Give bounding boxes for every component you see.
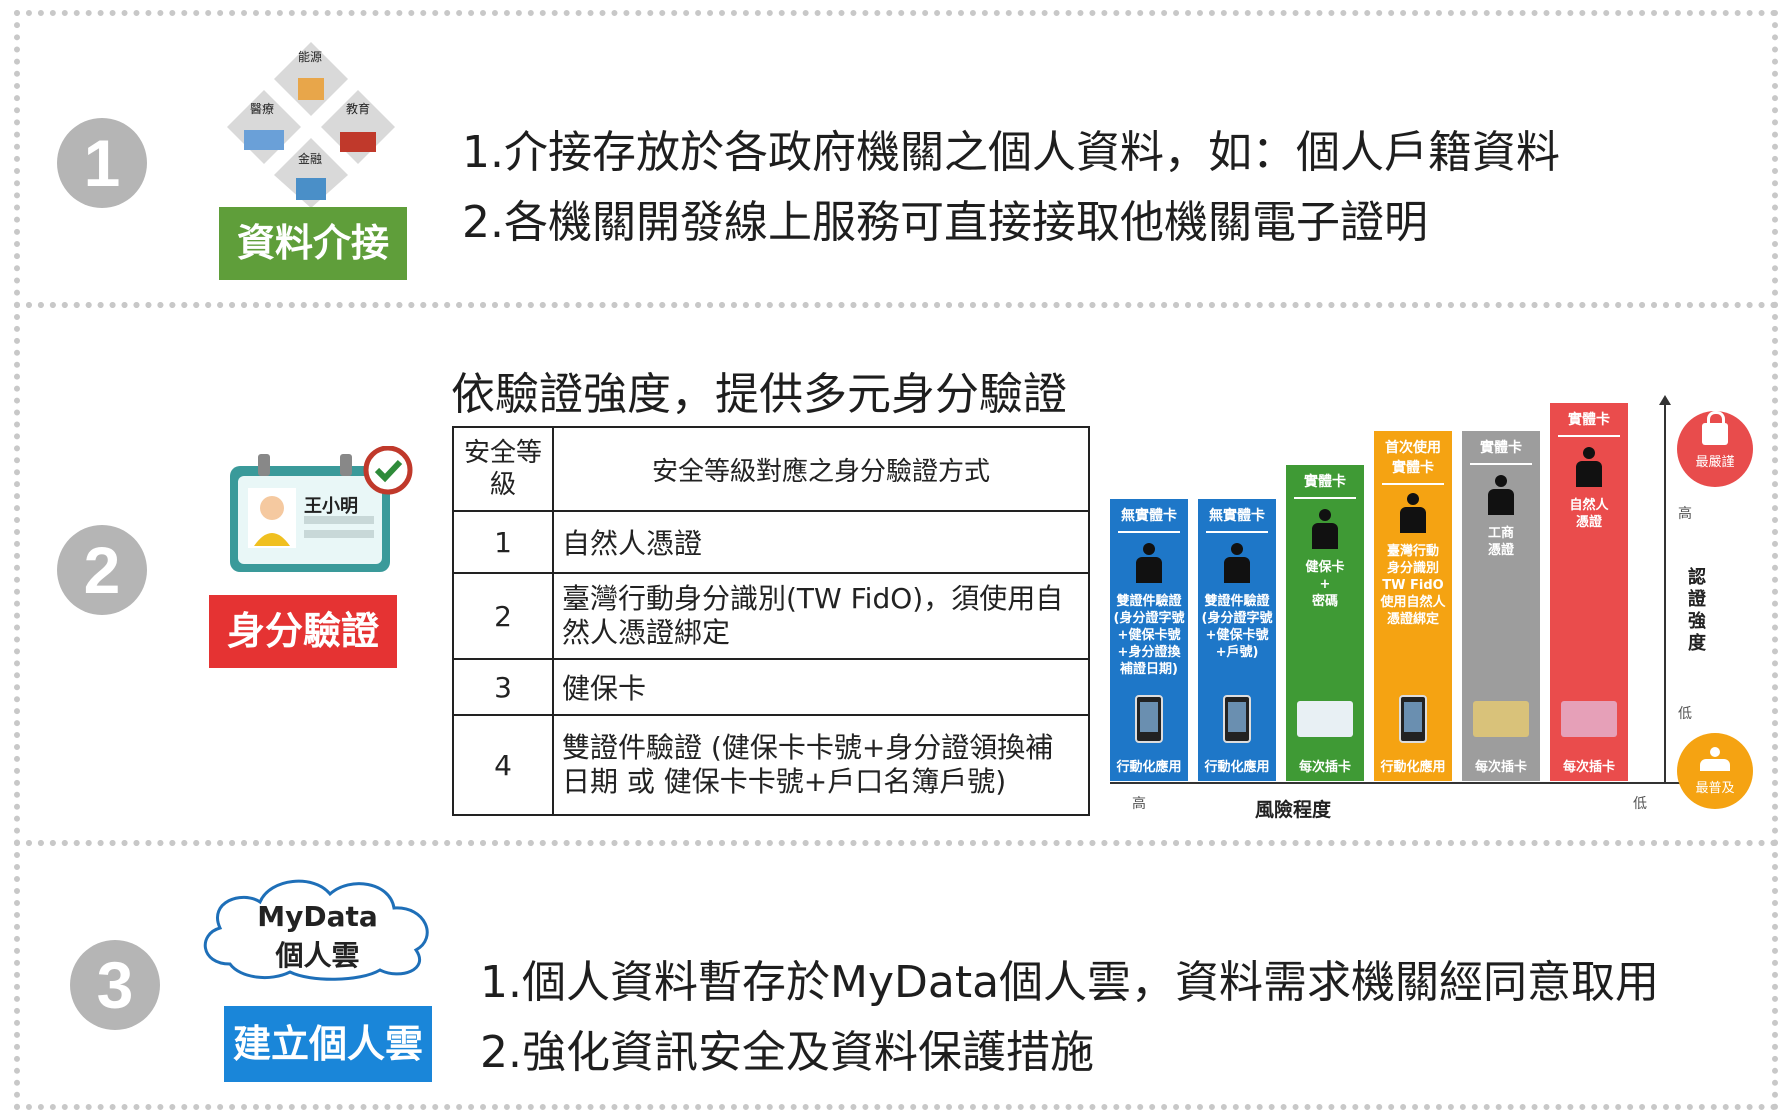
column-body: 臺灣行動 身分識別 TW FidO 使用自然人 憑證綁定 bbox=[1380, 544, 1446, 627]
header-method: 安全等級對應之身分驗證方式 bbox=[552, 426, 1090, 512]
column-body: 自然人 憑證 bbox=[1569, 498, 1609, 530]
person-icon bbox=[1400, 493, 1426, 533]
auth-level-table: 安全等級 安全等級對應之身分驗證方式 1 自然人憑證 2 臺灣行動身分識別(TW… bbox=[452, 426, 1090, 816]
person-icon bbox=[1224, 543, 1250, 583]
column-foot: 每次插卡 bbox=[1562, 760, 1615, 775]
group-icon bbox=[1700, 747, 1730, 771]
icon-label-education: 教育 bbox=[346, 102, 371, 116]
x-axis-line bbox=[1110, 782, 1710, 784]
icon-label-finance: 金融 bbox=[298, 152, 323, 166]
lock-icon bbox=[1702, 411, 1728, 445]
header-security-level: 安全等級 bbox=[452, 426, 554, 512]
x-axis-label: 風險程度 bbox=[1255, 799, 1332, 821]
column-head: 無實體卡 bbox=[1206, 505, 1268, 533]
y-axis-label: 認證強度 bbox=[1688, 567, 1706, 654]
table-row: 2 臺灣行動身分識別(TW FidO)，須使用自然人憑證綁定 bbox=[452, 572, 1090, 660]
row-method: 自然人憑證 bbox=[552, 510, 1090, 574]
most-strict-badge: 最嚴謹 bbox=[1677, 411, 1753, 487]
icon-label-medical: 醫療 bbox=[250, 102, 275, 116]
column-head: 實體卡 bbox=[1294, 471, 1356, 499]
section-3-panel bbox=[14, 840, 1778, 1110]
column-head: 實體卡 bbox=[1558, 409, 1620, 437]
y-axis-arrow-icon bbox=[1659, 395, 1671, 405]
table-row: 1 自然人憑證 bbox=[452, 510, 1090, 574]
card-icon bbox=[1473, 701, 1529, 737]
row-level: 3 bbox=[452, 658, 554, 716]
person-icon bbox=[1576, 447, 1602, 487]
x-axis-high: 高 bbox=[1132, 796, 1146, 812]
step-3-number: 3 bbox=[70, 940, 160, 1030]
section3-line-1: 1.個人資料暫存於MyData個人雲，資料需求機關經同意取用 bbox=[480, 957, 1660, 1008]
cloud-text-line-2: 個人雲 bbox=[275, 939, 360, 972]
y-axis-low: 低 bbox=[1678, 706, 1692, 722]
column-body: 雙證件驗證 (身分證字號 +健保卡號 +身分證換 補證日期) bbox=[1113, 594, 1185, 677]
diagram-column-2: 無實體卡雙證件驗證 (身分證字號 +健保卡號 +戶號) 行動化應用 bbox=[1198, 499, 1276, 781]
diagram-column-3: 實體卡健保卡 + 密碼每次插卡 bbox=[1286, 465, 1364, 781]
column-foot: 行動化應用 bbox=[1204, 760, 1270, 775]
section3-line-2: 2.強化資訊安全及資料保護措施 bbox=[480, 1027, 1094, 1078]
phone-icon bbox=[1135, 695, 1163, 743]
column-foot: 每次插卡 bbox=[1474, 760, 1527, 775]
id-card-icon: 王小明 bbox=[228, 445, 413, 574]
table-header-row: 安全等級 安全等級對應之身分驗證方式 bbox=[452, 426, 1090, 512]
column-foot: 行動化應用 bbox=[1116, 760, 1182, 775]
auth-strength-diagram: 無實體卡雙證件驗證 (身分證字號 +健保卡號 +身分證換 補證日期)行動化應用無… bbox=[1110, 395, 1770, 835]
card-icon bbox=[1297, 701, 1353, 737]
column-body: 雙證件驗證 (身分證字號 +健保卡號 +戶號) bbox=[1201, 594, 1273, 660]
row-level: 4 bbox=[452, 714, 554, 816]
section1-line-1: 1.介接存放於各政府機關之個人資料，如：個人戶籍資料 bbox=[462, 127, 1560, 178]
most-common-label: 最普及 bbox=[1695, 781, 1735, 796]
cloud-icon: MyData 個人雲 bbox=[190, 872, 445, 982]
icon-label-energy: 能源 bbox=[298, 50, 323, 64]
section1-line-2: 2.各機關開發線上服務可直接接取他機關電子證明 bbox=[462, 197, 1428, 248]
personal-cloud-tag: 建立個人雲 bbox=[224, 1006, 432, 1082]
column-head: 實體卡 bbox=[1470, 437, 1532, 465]
row-method: 臺灣行動身分識別(TW FidO)，須使用自然人憑證綁定 bbox=[552, 572, 1090, 660]
building-icon bbox=[1488, 475, 1514, 515]
row-method: 雙證件驗證 (健保卡卡號+身分證領換補日期 或 健保卡卡號+戶口名簿戶號) bbox=[552, 714, 1090, 816]
column-head: 無實體卡 bbox=[1118, 505, 1180, 533]
diagram-column-4: 首次使用 實體卡臺灣行動 身分識別 TW FidO 使用自然人 憑證綁定行動化應… bbox=[1374, 431, 1452, 781]
column-foot: 每次插卡 bbox=[1298, 760, 1351, 775]
card-icon bbox=[1561, 701, 1617, 737]
data-integration-tag: 資料介接 bbox=[219, 207, 407, 280]
identity-verification-tag: 身分驗證 bbox=[209, 595, 397, 668]
column-body: 健保卡 + 密碼 bbox=[1305, 560, 1345, 609]
column-foot: 行動化應用 bbox=[1380, 760, 1446, 775]
y-axis-high: 高 bbox=[1678, 506, 1692, 522]
table-row: 3 健保卡 bbox=[452, 658, 1090, 716]
most-strict-label: 最嚴謹 bbox=[1695, 455, 1735, 470]
column-body: 工商 憑證 bbox=[1487, 526, 1514, 558]
data-sources-icon: 能源 醫療 教育 金融 bbox=[216, 38, 406, 208]
cloud-text-line-1: MyData bbox=[257, 900, 378, 933]
person-icon bbox=[1136, 543, 1162, 583]
y-axis-line bbox=[1664, 403, 1666, 783]
x-axis-low: 低 bbox=[1633, 796, 1647, 812]
diagram-column-1: 無實體卡雙證件驗證 (身分證字號 +健保卡號 +身分證換 補證日期) 行動化應用 bbox=[1110, 499, 1188, 781]
step-2-number: 2 bbox=[57, 525, 147, 615]
table-row: 4 雙證件驗證 (健保卡卡號+身分證領換補日期 或 健保卡卡號+戶口名簿戶號) bbox=[452, 714, 1090, 816]
row-method: 健保卡 bbox=[552, 658, 1090, 716]
section2-title: 依驗證強度，提供多元身分驗證 bbox=[451, 369, 1067, 420]
column-head: 首次使用 實體卡 bbox=[1382, 437, 1444, 485]
diagram-column-5: 實體卡工商 憑證每次插卡 bbox=[1462, 431, 1540, 781]
most-common-badge: 最普及 bbox=[1677, 733, 1753, 809]
diagram-column-6: 實體卡自然人 憑證每次插卡 bbox=[1550, 403, 1628, 781]
phone-icon bbox=[1399, 695, 1427, 743]
row-level: 1 bbox=[452, 510, 554, 574]
row-level: 2 bbox=[452, 572, 554, 660]
phone-icon bbox=[1223, 695, 1251, 743]
person-icon bbox=[1312, 509, 1338, 549]
id-card-name: 王小明 bbox=[304, 496, 358, 517]
step-1-number: 1 bbox=[57, 118, 147, 208]
